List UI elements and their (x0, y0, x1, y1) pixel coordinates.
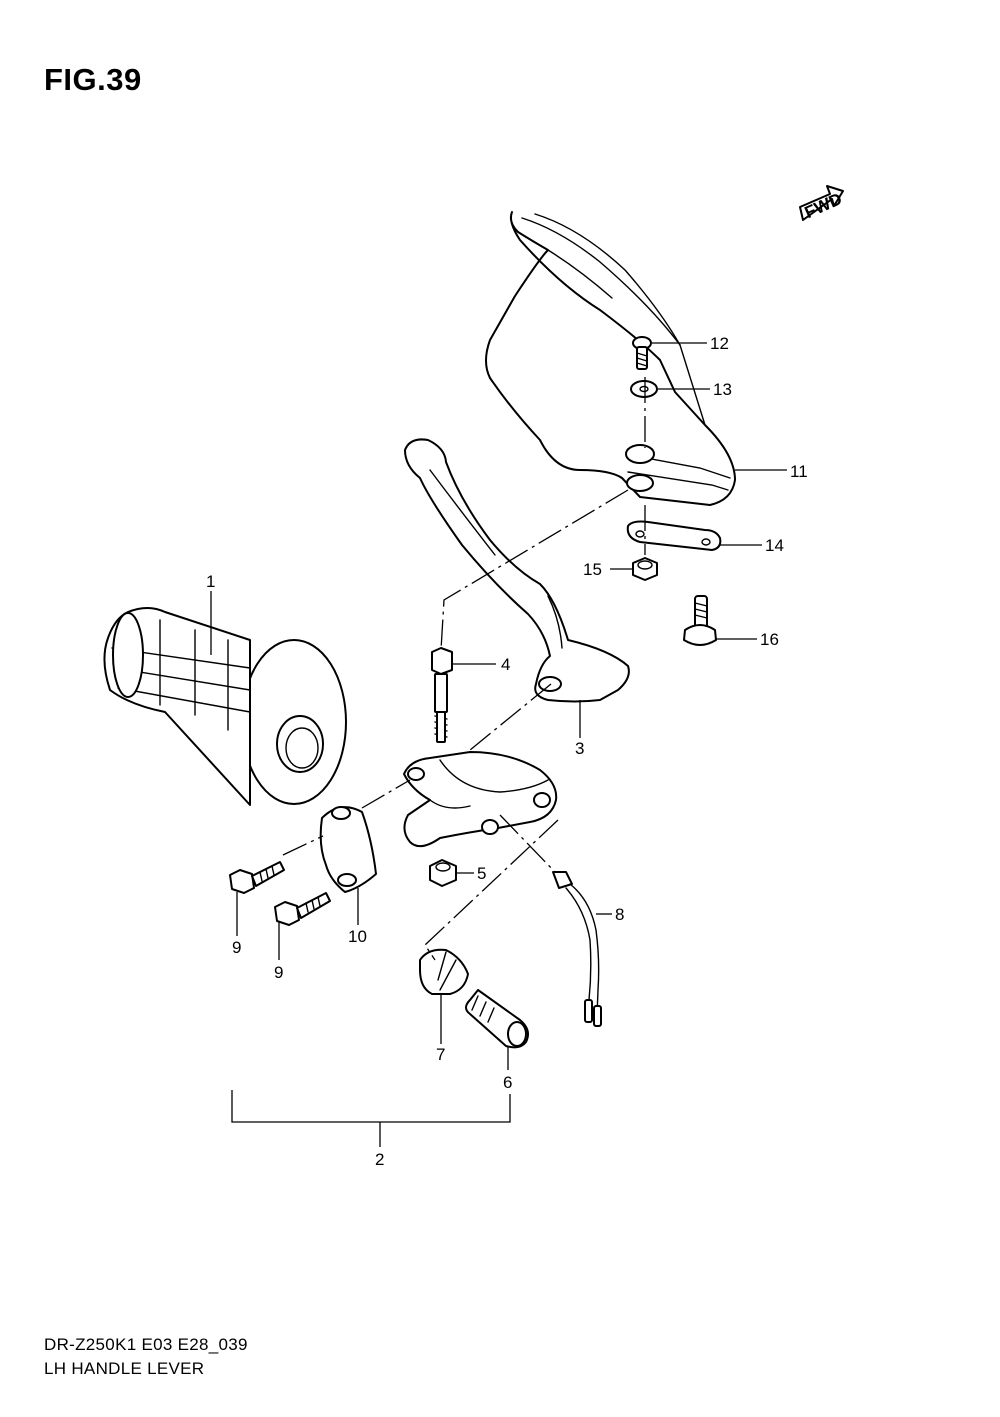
callout-13: 13 (713, 380, 732, 399)
callout-2: 2 (375, 1150, 384, 1169)
callout-6: 6 (503, 1073, 512, 1092)
figure-title: FIG.39 (44, 62, 142, 97)
figure-footer: DR-Z250K1 E03 E28_039 LH HANDLE LEVER (44, 1333, 248, 1381)
clamp-bolt-upper-part[interactable] (229, 861, 285, 894)
clutch-switch-part[interactable] (552, 871, 602, 1027)
screw-part[interactable] (632, 336, 652, 370)
callout-1: 1 (206, 572, 215, 591)
clamp-part[interactable] (319, 806, 377, 893)
grip-part[interactable] (103, 607, 347, 806)
callout-10: 10 (348, 927, 367, 946)
callout-4: 4 (501, 655, 510, 674)
assembly-line-guard (440, 489, 629, 651)
pivot-bolt-part[interactable] (431, 647, 453, 743)
nut-part[interactable] (632, 557, 658, 581)
callout-8: 8 (615, 905, 624, 924)
callout-14: 14 (765, 536, 784, 555)
figure-caption: LH HANDLE LEVER (44, 1359, 205, 1378)
hand-guard-part[interactable] (485, 211, 736, 506)
lever-holder-part[interactable] (403, 751, 558, 848)
callout-9b: 9 (274, 963, 283, 982)
callout-16: 16 (760, 630, 779, 649)
model-code: DR-Z250K1 E03 E28_039 (44, 1335, 248, 1354)
adjuster-bolt-part[interactable] (465, 989, 529, 1049)
washer-part[interactable] (630, 380, 658, 398)
assembly-line-clamp (282, 779, 411, 856)
adjuster-collar-part[interactable] (419, 948, 469, 995)
callout-3: 3 (575, 739, 584, 758)
callout-9a: 9 (232, 938, 241, 957)
bracket-2 (231, 1090, 511, 1147)
callout-7: 7 (436, 1045, 445, 1064)
fwd-arrow-icon: FWD (799, 185, 845, 222)
callout-5: 5 (477, 864, 486, 883)
assembly-line-lever (469, 683, 552, 751)
callout-12: 12 (710, 334, 729, 353)
assembly-line-collar (424, 819, 559, 961)
fwd-badge-label: FWD (802, 189, 845, 222)
assembly-line-switch (499, 814, 556, 873)
callout-11: 11 (790, 462, 808, 481)
holder-nut-part[interactable] (429, 859, 457, 887)
clamp-bolt-lower-part[interactable] (274, 892, 331, 926)
plate-part[interactable] (626, 520, 722, 551)
bolt-part[interactable] (683, 595, 717, 646)
callout-15: 15 (583, 560, 602, 579)
